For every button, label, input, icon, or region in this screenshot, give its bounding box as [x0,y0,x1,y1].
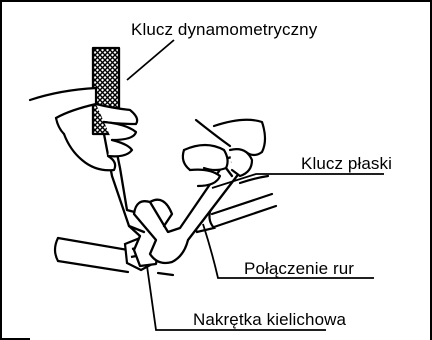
flare-nut-label: Nakrętka kielichowa [193,310,346,330]
flat-wrench-label: Klucz płaski [301,154,392,174]
pipe-connection-label: Połączenie rur [244,259,354,279]
hand-icon [30,88,137,170]
leader-lines [127,40,384,330]
torque-wrench-label: Klucz dynamometryczny [131,20,317,40]
leader-torque-wrench [127,40,174,80]
